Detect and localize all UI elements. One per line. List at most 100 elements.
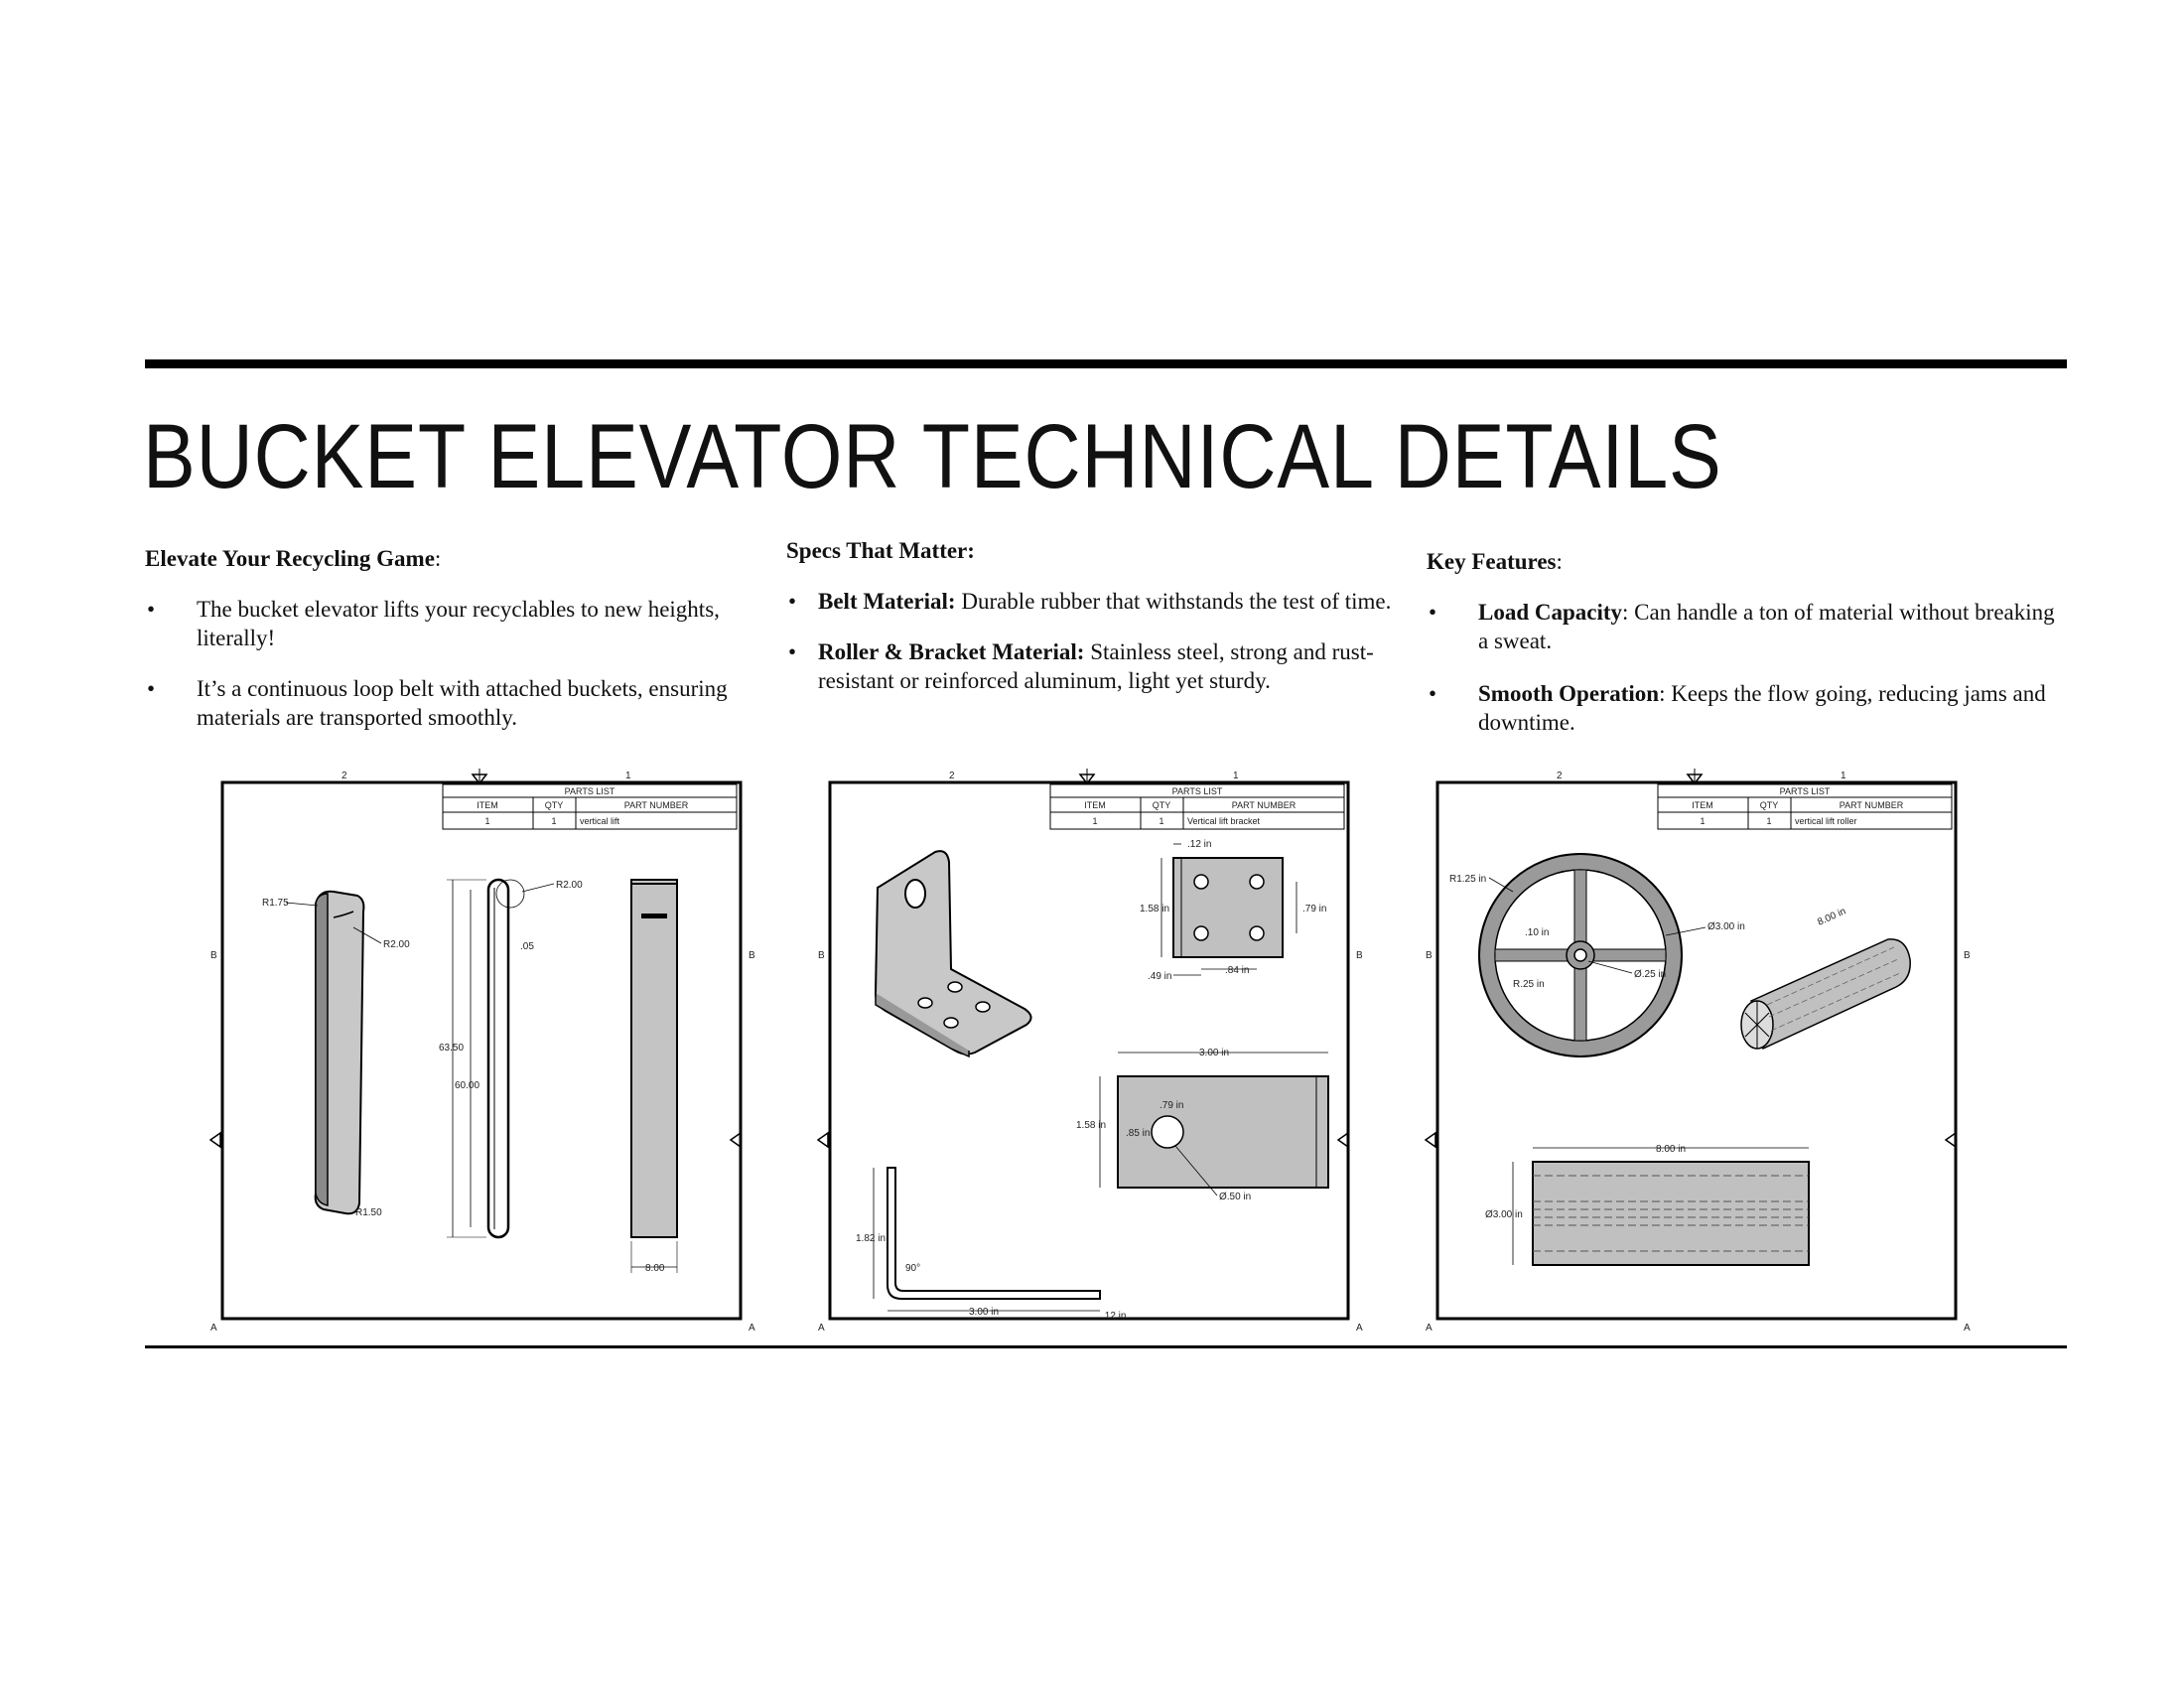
dimension-label: .84 in xyxy=(1225,965,1249,976)
parts-list-cell: 1 xyxy=(1092,816,1097,826)
parts-list-cell: 1 xyxy=(1159,816,1163,826)
list-item: Load Capacity: Can handle a ton of mater… xyxy=(1427,598,2062,655)
bracket-isometric-view xyxy=(874,850,1032,1058)
zone-label: B xyxy=(749,950,755,961)
parts-list-cell: 1 xyxy=(1700,816,1705,826)
dimension-label: 1.82 in xyxy=(856,1233,886,1244)
column-features: Key Features: Load Capacity: Can handle … xyxy=(1427,547,2062,737)
parts-list-cell: 1 xyxy=(484,816,489,826)
dimension-label: Ø3.00 in xyxy=(1707,921,1745,932)
zone-label: 2 xyxy=(1557,771,1563,781)
bracket-top-view xyxy=(1172,857,1284,958)
dimension-label: R1.50 xyxy=(355,1207,382,1218)
dimension-label: R1.75 xyxy=(262,898,289,909)
dimension-label: .12 in xyxy=(1102,1311,1126,1322)
parts-list: PARTS LIST ITEM QTY PART NUMBER 1 1 vert… xyxy=(442,783,738,830)
parts-list-header: ITEM xyxy=(1084,800,1106,810)
dimension-label: .12 in xyxy=(1187,839,1211,850)
list-item: Belt Material: Durable rubber that withs… xyxy=(786,587,1412,616)
parts-list-header: PART NUMBER xyxy=(1232,800,1297,810)
dimension-label: .79 in xyxy=(1302,904,1326,914)
dimension-label: 3.00 in xyxy=(1199,1048,1229,1058)
roller-side-view xyxy=(1532,1161,1810,1266)
dimension-label: 8.00 in xyxy=(1656,1144,1686,1155)
bracket-front-view xyxy=(1117,1075,1329,1189)
dimension-label: R2.00 xyxy=(383,939,410,950)
zone-label: B xyxy=(1426,950,1433,961)
list-item: Roller & Bracket Material: Stainless ste… xyxy=(786,637,1412,695)
parts-list-header: ITEM xyxy=(1692,800,1713,810)
belt-front-view xyxy=(486,878,525,1239)
zone-label: A xyxy=(1964,1323,1971,1334)
parts-list: PARTS LIST ITEM QTY PART NUMBER 1 1 Vert… xyxy=(1049,783,1345,830)
dimension-label: 8.00 in xyxy=(1816,906,1847,927)
parts-list-cell: 1 xyxy=(551,816,556,826)
zone-label: B xyxy=(1964,950,1971,961)
column-elevate: Elevate Your Recycling Game: The bucket … xyxy=(145,544,741,732)
zone-label: B xyxy=(818,950,825,961)
dimension-label: .05 xyxy=(520,941,534,952)
zone-label: A xyxy=(818,1323,825,1334)
parts-list-cell: Vertical lift bracket xyxy=(1187,816,1261,826)
roller-isometric-view xyxy=(1740,938,1911,1051)
dimension-label: 1.58 in xyxy=(1076,1120,1106,1131)
dimension-label: .85 in xyxy=(1126,1128,1150,1139)
dimension-label: .49 in xyxy=(1148,971,1171,982)
belt-isometric-view xyxy=(314,890,365,1215)
bottom-rule xyxy=(145,1345,2067,1348)
zone-label: B xyxy=(210,950,217,961)
parts-list-title: PARTS LIST xyxy=(1172,786,1223,796)
roller-wheel-end-view xyxy=(1478,853,1683,1057)
dimension-label: 3.00 in xyxy=(969,1307,999,1318)
zone-label: 1 xyxy=(625,771,631,781)
list-item: Smooth Operation: Keeps the flow going, … xyxy=(1427,679,2062,737)
column-heading: Elevate Your Recycling Game: xyxy=(145,546,442,571)
zone-label: A xyxy=(749,1323,755,1334)
zone-label: A xyxy=(1426,1323,1433,1334)
zone-label: 1 xyxy=(1841,771,1846,781)
dimension-label: Ø3.00 in xyxy=(1485,1209,1523,1220)
parts-list-header: ITEM xyxy=(477,800,498,810)
parts-list-cell: 1 xyxy=(1766,816,1771,826)
dimension-label: R2.00 xyxy=(556,880,583,891)
parts-list-cell: vertical lift xyxy=(580,816,620,826)
top-rule xyxy=(145,359,2067,368)
zone-label: 1 xyxy=(1233,771,1239,781)
zone-label: A xyxy=(1356,1323,1363,1334)
column-heading: Key Features: xyxy=(1427,549,1563,574)
dimension-label: 1.58 in xyxy=(1140,904,1169,914)
dimension-label: .79 in xyxy=(1160,1100,1183,1111)
parts-list-header: PART NUMBER xyxy=(1840,800,1904,810)
zone-label: B xyxy=(1356,950,1363,961)
list-item: The bucket elevator lifts your recyclabl… xyxy=(145,595,741,652)
dimension-label: 90° xyxy=(905,1263,920,1274)
zone-label: 2 xyxy=(341,771,347,781)
drawing-vertical-lift: 2 1 B B A A PARTS LIST ITEM QTY PART NUM… xyxy=(195,767,776,1336)
column-specs: Specs That Matter: Belt Material: Durabl… xyxy=(786,536,1412,695)
parts-list-header: QTY xyxy=(1153,800,1171,810)
dimension-label: R1.25 in xyxy=(1449,874,1486,885)
zone-label: 2 xyxy=(949,771,955,781)
parts-list-title: PARTS LIST xyxy=(565,786,615,796)
parts-list-header: QTY xyxy=(545,800,564,810)
column-heading: Specs That Matter: xyxy=(786,538,975,563)
parts-list-cell: vertical lift roller xyxy=(1795,816,1857,826)
dimension-label: Ø.25 in xyxy=(1634,969,1666,980)
bracket-side-view xyxy=(887,1167,1101,1300)
parts-list-header: QTY xyxy=(1760,800,1779,810)
dimension-label: 63.50 xyxy=(439,1043,464,1054)
parts-list-title: PARTS LIST xyxy=(1780,786,1831,796)
list-item: It’s a continuous loop belt with attache… xyxy=(145,674,741,732)
dimension-label: 8.00 xyxy=(645,1263,665,1274)
dimension-label: Ø.50 in xyxy=(1219,1192,1251,1202)
page-title: BUCKET ELEVATOR TECHNICAL DETAILS xyxy=(143,406,1722,507)
parts-list: PARTS LIST ITEM QTY PART NUMBER 1 1 vert… xyxy=(1657,783,1953,830)
dimension-label: 60.00 xyxy=(455,1080,479,1091)
dimension-label: R.25 in xyxy=(1513,979,1545,990)
zone-label: A xyxy=(210,1323,217,1334)
drawing-vertical-lift-roller: 2 1 B B A A PARTS LIST ITEM QTY PART NUM… xyxy=(1410,767,1991,1336)
parts-list-header: PART NUMBER xyxy=(624,800,689,810)
belt-side-view xyxy=(630,879,678,1238)
drawing-vertical-lift-bracket: 2 1 B B A A PARTS LIST ITEM QTY PART NUM… xyxy=(802,767,1384,1336)
dimension-label: .10 in xyxy=(1525,927,1549,938)
